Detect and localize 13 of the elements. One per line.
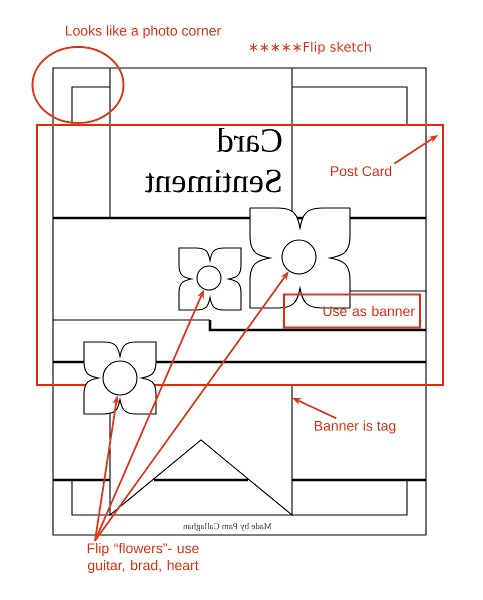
node-label: Looks like a photo corner: [66, 25, 221, 38]
banner-callout: Use as banner: [283, 294, 421, 328]
sentiment-text: Sentiment: [145, 170, 281, 192]
note-text: Flip “flowers”- use guitar, brad, heart: [88, 542, 199, 574]
highlight-frame: [36, 124, 444, 386]
photo-corner-callout: Looks like a photo corner: [32, 25, 221, 124]
flower: [178, 247, 242, 311]
credit-text: Made by Pam Callaghan: [183, 522, 272, 532]
note-text: Banner is tag: [314, 420, 396, 434]
flower: [83, 341, 157, 415]
note-text: ∗∗∗∗∗Flip sketch: [250, 42, 371, 54]
note-text: Post Card: [331, 166, 392, 176]
sentiment-text: Card: [217, 128, 282, 152]
